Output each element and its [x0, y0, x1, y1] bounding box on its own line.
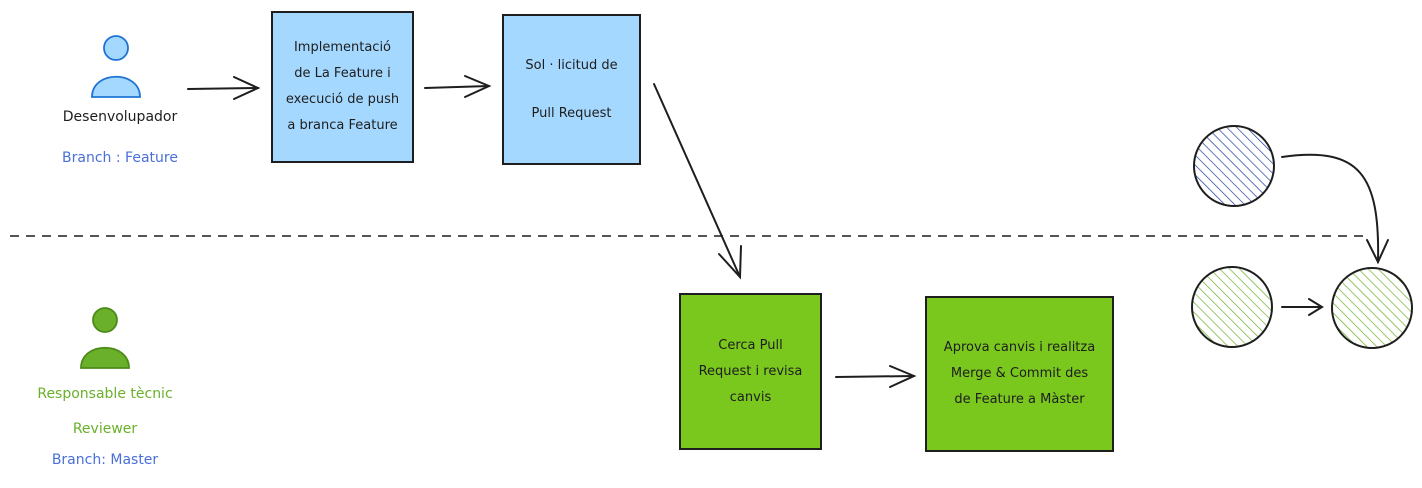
step-review-line-1: Cerca Pull [718, 337, 783, 353]
reviewer-person-icon [80, 307, 130, 369]
arrow-review-to-merge [835, 365, 917, 388]
arrow-implement-to-pullrequest [424, 75, 492, 98]
merge-commit-node [1331, 267, 1413, 349]
step-implement-line-4: a branca Feature [287, 118, 398, 133]
developer-name: Desenvolupador [62, 109, 178, 125]
step-implement-line-1: Implementació [293, 40, 392, 55]
step-pullrequest-box: Sol · licitud de Pull Request [502, 14, 641, 165]
feature-commit-node [1193, 125, 1275, 207]
step-merge-line-2: Merge & Commit des [950, 366, 1089, 381]
step-implement-line-2: de La Feature i [294, 66, 391, 81]
step-merge-box: Aprova canvis i realitza Merge & Commit … [925, 296, 1114, 452]
step-merge-line-3: de Feature a Màster [954, 392, 1085, 407]
developer-person-icon [91, 35, 141, 98]
reviewer-name: Reviewer [72, 421, 138, 437]
step-pullrequest-line-1: Sol · licitud de [525, 57, 618, 73]
developer-branch: Branch : Feature [62, 150, 178, 166]
step-review-line-2: Request i revisa [698, 363, 803, 379]
step-pullrequest-line-2: Pull Request [531, 105, 612, 121]
arrow-master-to-merge-node [1281, 298, 1324, 316]
reviewer-branch: Branch: Master [51, 452, 159, 468]
step-implement-line-3: execució de push [285, 92, 400, 107]
reviewer-role: Responsable tècnic [37, 386, 173, 402]
step-implement-box: Implementació de La Feature i execució d… [271, 11, 414, 163]
step-review-line-3: canvis [729, 389, 772, 405]
step-review-box: Cerca Pull Request i revisa canvis [679, 293, 822, 450]
arrow-feature-to-merge-node [1281, 153, 1389, 265]
arrow-pullrequest-to-review [653, 83, 742, 280]
step-merge-line-1: Aprova canvis i realitza [943, 340, 1096, 355]
arrow-developer-to-implement [187, 76, 261, 100]
master-commit-node [1191, 266, 1273, 348]
